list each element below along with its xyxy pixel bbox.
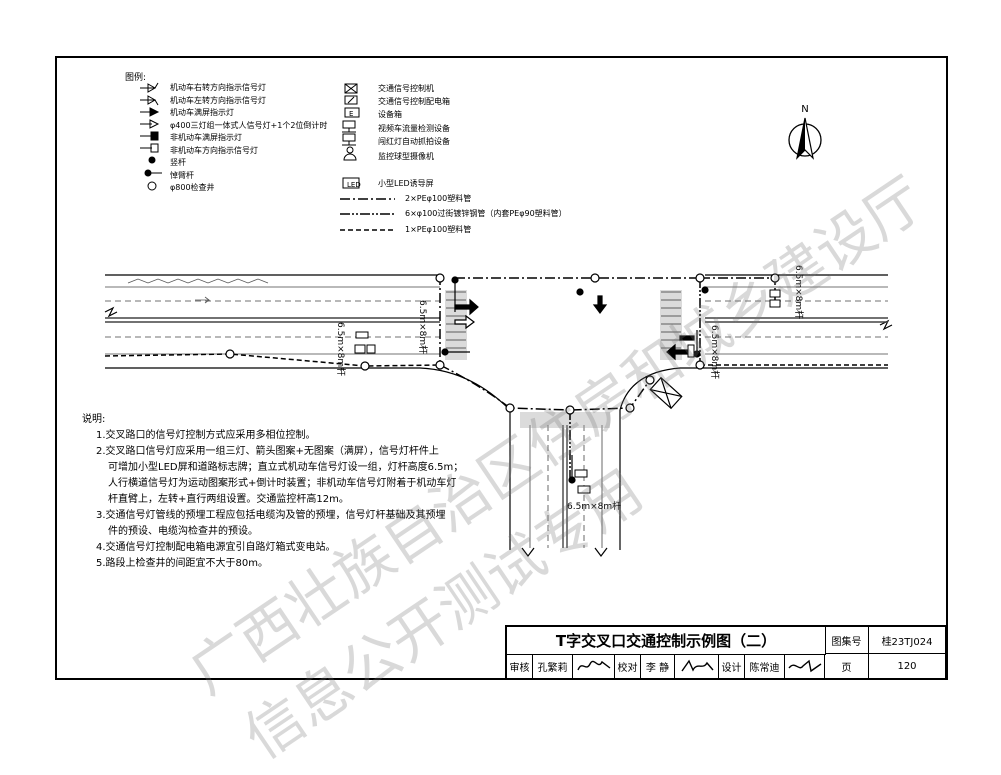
pedestrian-signal-icon [140,119,160,129]
legend-right-item: 小型LED诱导屏 [378,179,434,188]
distribution-box-icon [344,95,358,105]
upright-pole-icon [148,156,156,164]
note-3: 3.交通信号灯管线的预埋工程应包括电缆沟及管的预埋，信号灯杆基础及其预埋 [96,510,446,521]
note-1: 1.交叉路口的信号灯控制方式应采用多相位控制。 [96,430,316,441]
legend-left-item: 非机动车满屏指示灯 [170,133,242,142]
full-screen-signal-icon [140,107,160,117]
designer-name: 陈常迪 [745,654,785,679]
note-4: 4.交通信号灯控制配电箱电源宜引自路灯箱式变电站。 [96,542,336,553]
notes-heading: 说明: [82,414,106,425]
cantilever-pole-icon [144,169,162,177]
north-label: N [801,104,808,115]
legend-left-item: 非机动车方向指示信号灯 [170,145,258,155]
non-motor-direction-icon [140,143,159,153]
legend-right-item: 闯红灯自动抓拍设备 [378,137,450,146]
reviewer-signature [573,654,615,679]
checker-signature [675,654,719,679]
legend-symbols [140,82,395,231]
checker-name: 李 静 [641,654,675,679]
note-2-cont-2: 人行横道信号灯为运动图案形式+倒计时装置；非机动车信号灯附着于机动车灯 [108,478,457,489]
pole-label-1: 6.5m×8m杆 [417,300,427,355]
note-5: 5.路段上检查井的间距宜不大于80m。 [96,558,269,569]
non-motor-full-screen-icon [140,131,159,141]
legend-right-item: 设备箱 [378,110,402,119]
legend-cabinet-text: E [349,110,354,118]
right-turn-signal-icon [140,82,159,93]
road-south-edge-east [619,367,888,550]
north-arrow-icon: N [788,104,822,160]
pole-label-4: 6.5m×8m杆 [709,325,719,380]
video-detector-icon [342,120,356,133]
legend-left-item: φ800检查井 [170,183,215,192]
pole-label-2: 6.5m×8m杆 [335,322,345,377]
legend-left-item: 机动车右转方向指示信号灯 [170,83,266,92]
dome-camera-icon [343,146,357,161]
check-label: 校对 [615,654,641,679]
legend-right-item: 交通信号控制配电箱 [378,97,450,106]
note-3-cont: 件的预设、电缆沟检查井的预设。 [108,526,258,537]
drawing-frame [55,56,948,680]
red-light-camera-icon [342,133,356,146]
atlas-label: 图集号 [825,627,869,654]
legend-left-item: φ400三灯组一体式人信号灯+1个2位倒计时 [170,120,328,130]
reviewer-name: 孔繁莉 [533,654,573,679]
legend-left-item: 竖杆 [170,158,186,167]
review-label: 审核 [507,654,533,679]
signal-controller-icon [344,83,358,94]
legend-right-item: 2×PEφ100塑料管 [405,194,472,203]
legend-right-item: 6×φ100过街镀锌钢管（内套PEφ90塑料管） [405,209,567,218]
pole-label-3: 6.5m×8m杆 [793,265,803,320]
note-2-cont-1: 可增加小型LED屏和道路标志牌；直立式机动车信号灯设一组，灯杆高度6.5m； [108,462,464,473]
legend-title: 图例: [125,73,147,83]
legend-right-item: 1×PEφ100塑料管 [405,225,472,234]
left-turn-signal-icon [140,95,159,106]
pole-label-5: 6.5m×8m杆 [567,502,622,512]
page-label: 页 [825,654,869,679]
manhole-icon [147,181,157,191]
page-number: 120 [869,654,946,679]
title-block: T字交叉口交通控制示例图（二） 图集号 桂23TJ024 审核 孔繁莉 校对 李… [505,625,946,679]
notes-block: 说明: 1.交叉路口的信号灯控制方式应采用多相位控制。 2.交叉路口信号灯应采用… [82,412,463,572]
legend-left-item: 悼臂杆 [170,170,194,180]
intersection-plan [104,273,893,557]
legend-led-text: LED [347,181,361,189]
legend-right-item: 交通信号控制机 [378,84,434,93]
led-screen-icon [342,177,360,189]
drawing-title: T字交叉口交通控制示例图（二） [507,627,826,655]
design-label: 设计 [719,654,745,679]
legend-right-item: 视频车流量检测设备 [378,124,450,133]
legend-left-item: 机动车满屏指示灯 [170,108,234,117]
legend-right-item: 监控球型摄像机 [378,152,434,161]
legend-left-item: 机动车左转方向指示信号灯 [170,95,266,105]
note-2: 2.交叉路口信号灯应采用一组三灯、箭头图案+无图案（满屏），信号灯杆件上 [96,446,439,457]
signal-controller-cabinet [649,376,683,410]
designer-signature [785,654,825,679]
atlas-number: 桂23TJ024 [869,627,946,654]
note-2-cont-3: 杆直臂上，左转+直行两组设置。交通监控杆高12m。 [108,494,349,505]
equipment-box-icon [344,107,360,118]
